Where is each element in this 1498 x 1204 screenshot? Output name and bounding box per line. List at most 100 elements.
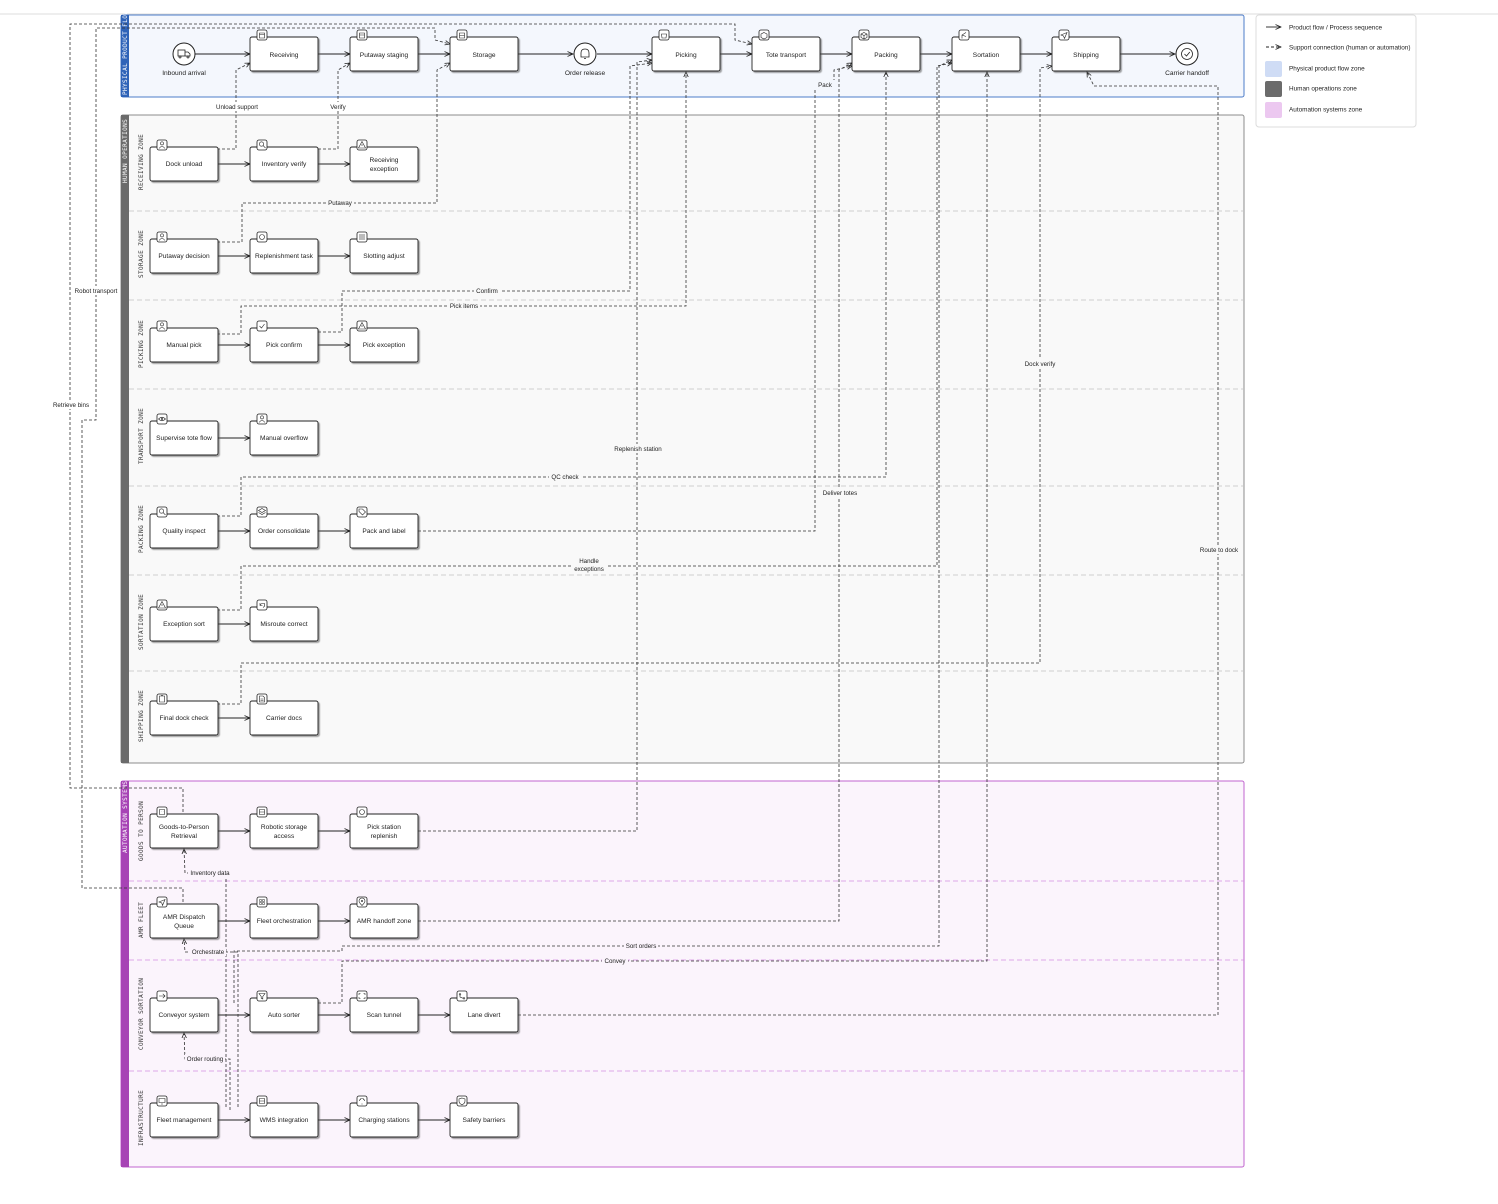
node-label: Conveyor system (159, 1012, 210, 1019)
node-inbound-arrival[interactable]: Inbound arrival (162, 42, 206, 77)
node-label: Lane divert (468, 1012, 501, 1019)
shield-icon (458, 1097, 466, 1106)
node-label: Queue (174, 923, 194, 930)
node-label: Order consolidate (258, 528, 310, 535)
route-icon (458, 993, 466, 1000)
node-sortation[interactable]: Sortation (951, 29, 1021, 72)
refresh-icon (259, 234, 265, 240)
node-label: Scan tunnel (367, 1012, 402, 1019)
lane-label-picking: PICKING ZONE (138, 320, 145, 368)
node-label: Safety barriers (463, 1117, 507, 1124)
node-carrier-handoff[interactable]: Carrier handoff (1165, 42, 1209, 77)
node-wms-integration[interactable]: WMS integration (249, 1095, 319, 1138)
node-label: Charging stations (358, 1117, 410, 1124)
node-exception-sort[interactable]: Exception sort (149, 599, 219, 642)
node-robotic-storage[interactable]: Robotic storage access (249, 806, 319, 849)
split-icon (961, 32, 967, 39)
lane-label-shipping: SHIPPING ZONE (138, 690, 145, 742)
legend-human-label: Human operations zone (1289, 86, 1357, 93)
node-pick-exception[interactable]: Pick exception (349, 320, 419, 363)
node-dock-unload[interactable]: Dock unload (149, 139, 219, 182)
node-lane-divert[interactable]: Lane divert (449, 990, 519, 1033)
node-label: Fleet orchestration (257, 918, 312, 925)
node-amr-handoff[interactable]: AMR handoff zone (349, 896, 419, 939)
node-charging-stations[interactable]: Charging stations (349, 1095, 419, 1138)
cube-icon (760, 32, 768, 40)
node-conveyor-system[interactable]: Conveyor system (149, 990, 219, 1033)
node-fleet-orchestration[interactable]: Fleet orchestration (249, 896, 319, 939)
node-order-release[interactable]: Order release (565, 42, 606, 77)
edge-label-pack: Pack (818, 82, 833, 89)
node-quality-inspect[interactable]: Quality inspect (149, 506, 219, 549)
node-label: Pick confirm (266, 342, 302, 349)
node-label: Goods-to-Person (159, 824, 210, 831)
node-putaway-staging[interactable]: Putaway staging (349, 29, 419, 72)
automation-zone-label: AUTOMATION SYSTEMS (122, 781, 129, 853)
user-icon (158, 141, 166, 149)
node-amr-dispatch[interactable]: AMR Dispatch Queue (149, 896, 219, 939)
edge-label-convey: Convey (605, 958, 627, 965)
node-label: exception (370, 166, 399, 173)
grid-icon (259, 899, 265, 905)
package-icon (259, 32, 265, 39)
node-safety-barriers[interactable]: Safety barriers (449, 1095, 519, 1138)
node-manual-pick[interactable]: Manual pick (149, 320, 219, 363)
node-label: Robotic storage (261, 824, 308, 831)
legend-physical-swatch (1265, 61, 1282, 77)
edge-route-to-dock (518, 72, 1219, 1016)
clipboard-icon (159, 695, 165, 703)
legend-physical-label: Physical product flow zone (1289, 66, 1365, 73)
node-fleet-management[interactable]: Fleet management (149, 1095, 219, 1138)
plug-icon (359, 1098, 365, 1105)
node-slotting-adjust[interactable]: Slotting adjust (349, 231, 419, 274)
monitor-icon (158, 1098, 166, 1105)
node-putaway-decision[interactable]: Putaway decision (149, 231, 219, 274)
node-order-consolidate[interactable]: Order consolidate (249, 506, 319, 549)
node-supervise-tote[interactable]: Supervise tote flow (149, 413, 219, 456)
undo-icon (259, 602, 266, 608)
lane-label-sortation: SORTATION ZONE (138, 594, 145, 650)
node-pick-station[interactable]: Pick station replenish (349, 806, 419, 849)
node-label: Order release (565, 70, 606, 77)
lane-label-transport: TRANSPORT ZONE (138, 408, 145, 464)
node-pick-confirm[interactable]: Pick confirm (249, 320, 319, 363)
check-circle-icon (1184, 51, 1191, 57)
node-picking[interactable]: Picking (651, 29, 721, 72)
node-label: Auto sorter (268, 1012, 301, 1019)
box-icon (860, 32, 868, 40)
tag-icon (358, 508, 366, 516)
edge-convey (318, 72, 987, 1004)
node-misroute-correct[interactable]: Misroute correct (249, 599, 319, 642)
edge-order-routing (184, 1033, 231, 1110)
node-manual-overflow[interactable]: Manual overflow (249, 413, 319, 456)
legend-solid-label: Product flow / Process sequence (1289, 25, 1383, 32)
node-tote-transport[interactable]: Tote transport (751, 29, 821, 72)
filter-icon (258, 993, 266, 1000)
node-label: Packing (874, 52, 898, 59)
node-auto-sorter[interactable]: Auto sorter (249, 990, 319, 1033)
bell-icon (580, 48, 590, 59)
node-label: Misroute correct (260, 621, 307, 628)
node-inventory-verify[interactable]: Inventory verify (249, 139, 319, 182)
node-scan-tunnel[interactable]: Scan tunnel (349, 990, 419, 1033)
node-packing[interactable]: Packing (851, 29, 921, 72)
warning-icon (357, 140, 367, 149)
node-gtp-retrieval[interactable]: Goods-to-Person Retrieval (149, 806, 219, 849)
node-carrier-docs[interactable]: Carrier docs (249, 693, 319, 736)
node-label: Replenishment task (255, 253, 314, 260)
node-label: Inbound arrival (162, 70, 206, 77)
edge-label-qc-check: QC check (551, 474, 579, 481)
node-pack-and-label[interactable]: Pack and label (349, 506, 419, 549)
node-receiving-exception[interactable]: Receiving exception (349, 139, 419, 182)
node-receiving[interactable]: Receiving (249, 29, 319, 72)
edge-label-sort-orders: Sort orders (626, 943, 657, 950)
node-final-dock-check[interactable]: Final dock check (149, 693, 219, 736)
node-label: Manual pick (166, 342, 202, 349)
physical-zone-label: PHYSICAL PRODUCT FLOW (122, 11, 129, 95)
node-replenishment-task[interactable]: Replenishment task (249, 231, 319, 274)
arrow-right-icon (159, 993, 166, 999)
warning-icon (357, 321, 367, 330)
node-storage[interactable]: Storage (449, 29, 519, 72)
node-shipping[interactable]: Shipping (1051, 29, 1121, 72)
document-icon (259, 695, 265, 703)
